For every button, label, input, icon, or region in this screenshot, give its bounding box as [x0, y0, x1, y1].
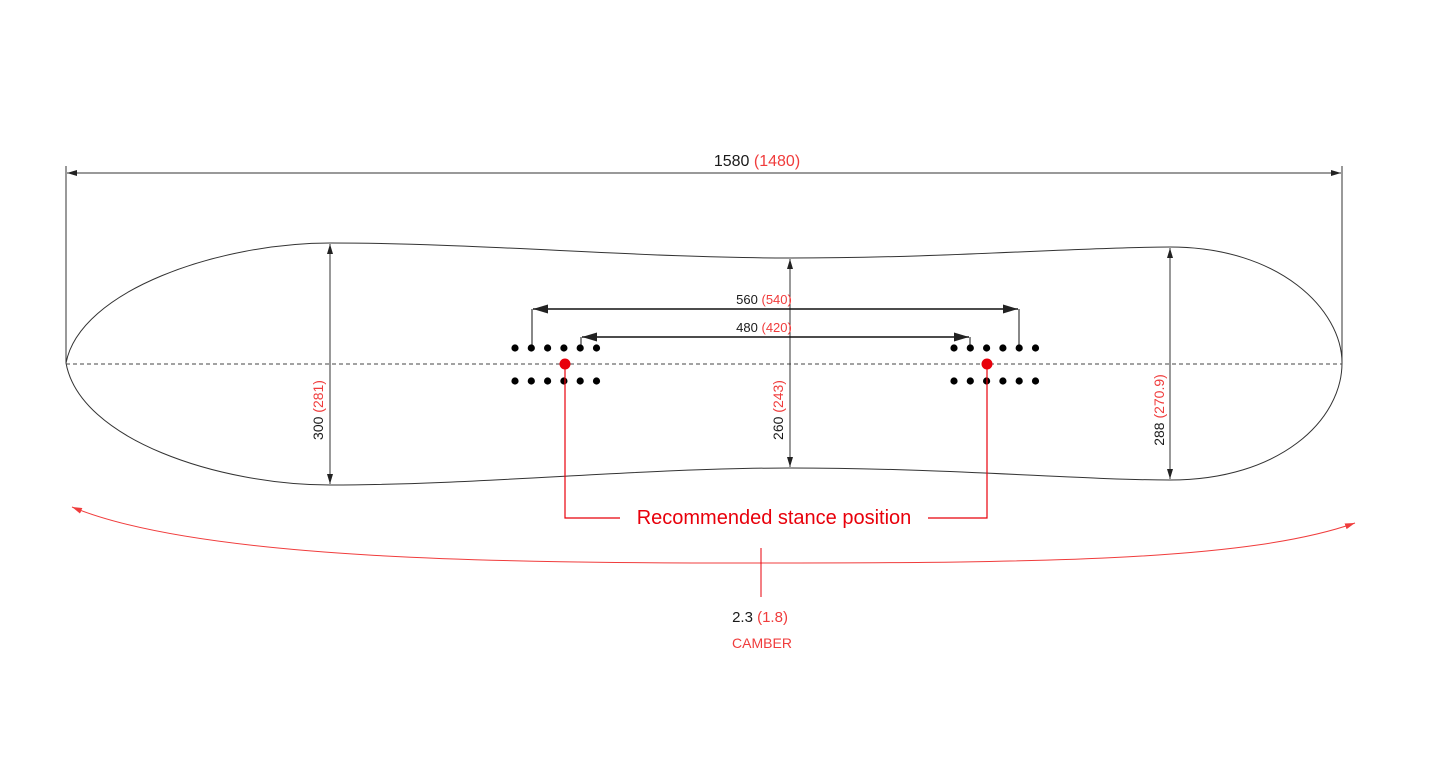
- insert-hole: [576, 377, 584, 385]
- length-dimension: [65, 166, 1343, 363]
- camber-value: 2.3 (1.8): [732, 609, 788, 626]
- stance-marker-right: [981, 358, 993, 370]
- insert-hole: [999, 377, 1007, 385]
- insert-hole: [527, 344, 535, 352]
- insert-hole: [560, 344, 568, 352]
- inner-stance-label: 480 (420): [736, 320, 792, 335]
- insert-hole: [511, 377, 519, 385]
- nose-width-label: 300 (281): [310, 380, 326, 440]
- insert-hole: [966, 377, 974, 385]
- insert-hole: [966, 344, 974, 352]
- camber-label: CAMBER: [732, 635, 792, 651]
- stance-marker-left: [559, 358, 571, 370]
- insert-hole: [983, 344, 991, 352]
- camber-arc: [71, 506, 1356, 564]
- waist-width-label: 260 (243): [770, 380, 786, 440]
- callout-label: Recommended stance position: [637, 507, 912, 529]
- insert-hole: [950, 344, 958, 352]
- insert-hole: [1015, 377, 1023, 385]
- insert-hole: [560, 377, 568, 385]
- insert-hole: [1015, 344, 1023, 352]
- insert-hole: [576, 344, 584, 352]
- tail-width-label: 288 (270.9): [1151, 374, 1167, 446]
- insert-hole: [999, 344, 1007, 352]
- insert-hole: [544, 377, 552, 385]
- length-label: 1580 (1480): [714, 153, 800, 170]
- insert-hole: [1031, 377, 1040, 385]
- insert-hole: [527, 377, 535, 385]
- binding-inserts: [511, 344, 1040, 385]
- insert-hole: [544, 344, 552, 352]
- outer-stance-label: 560 (540): [736, 292, 792, 307]
- insert-hole: [1031, 344, 1040, 352]
- insert-hole: [950, 377, 958, 385]
- insert-hole: [592, 377, 601, 385]
- insert-hole: [511, 344, 519, 352]
- insert-hole: [592, 344, 601, 352]
